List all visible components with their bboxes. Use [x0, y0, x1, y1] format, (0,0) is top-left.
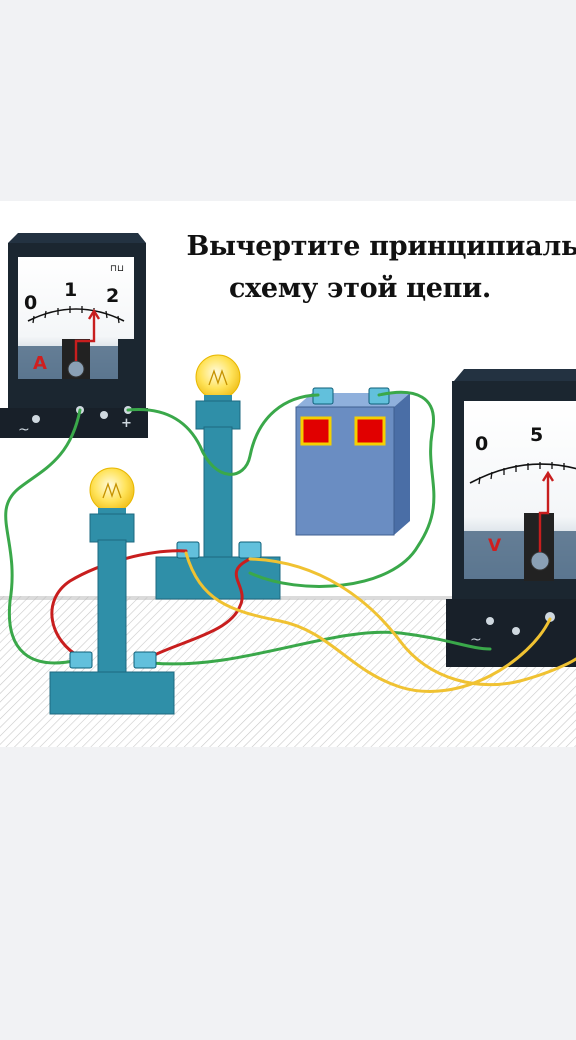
voltmeter-scale-5: 5 [530, 424, 543, 446]
ammeter-scale-arc [27, 308, 125, 322]
task-title-line-1: Вычертите принципиальну [186, 231, 576, 262]
lamp-stand-2 [155, 354, 281, 600]
wire-red-1 [50, 549, 188, 659]
voltmeter-scale-0: 0 [475, 433, 488, 455]
wire-yellow-1 [184, 551, 552, 693]
circuit-picture: 0 1 2 ⊓⊔ A ~ + [0, 201, 576, 747]
wire-green-ammeter-left [4, 408, 82, 665]
ammeter-terminal-plus: + [121, 416, 132, 431]
ammeter-scale-0: 0 [24, 292, 37, 314]
wire-green-battery-voltmeter [248, 390, 436, 588]
circuit-diagram: 0 1 2 ⊓⊔ A ~ + [0, 233, 576, 747]
voltmeter-base [446, 599, 576, 667]
voltmeter: 0 5 V ~ [446, 369, 576, 667]
ammeter-symbol: ⊓⊔ [110, 264, 124, 274]
wire-yellow-2 [248, 557, 576, 687]
voltmeter-scale-arc [469, 463, 576, 484]
bulb-1 [89, 467, 135, 513]
wire-green-bottom [150, 630, 492, 666]
lamp-stand-1 [49, 467, 175, 715]
ammeter-needle [74, 313, 96, 361]
voltmeter-needle [538, 475, 550, 552]
wire-red-2 [144, 557, 252, 661]
ammeter: 0 1 2 ⊓⊔ A ~ + [0, 233, 148, 438]
task-title-line-2: схему этой цепи. [229, 273, 491, 304]
wire-green-ammeter-battery [126, 393, 320, 476]
ammeter-scale-1: 1 [64, 279, 77, 301]
battery-plate-left [300, 416, 332, 446]
wires [4, 390, 576, 693]
ammeter-letter: A [33, 353, 47, 374]
voltmeter-terminal-minus: ~ [470, 632, 482, 648]
ammeter-terminal-minus: ~ [18, 422, 30, 438]
battery [295, 387, 410, 536]
ammeter-scale-2: 2 [106, 285, 119, 307]
battery-plate-right [354, 416, 386, 446]
bulb-2 [195, 354, 241, 400]
voltmeter-letter: V [488, 536, 502, 556]
